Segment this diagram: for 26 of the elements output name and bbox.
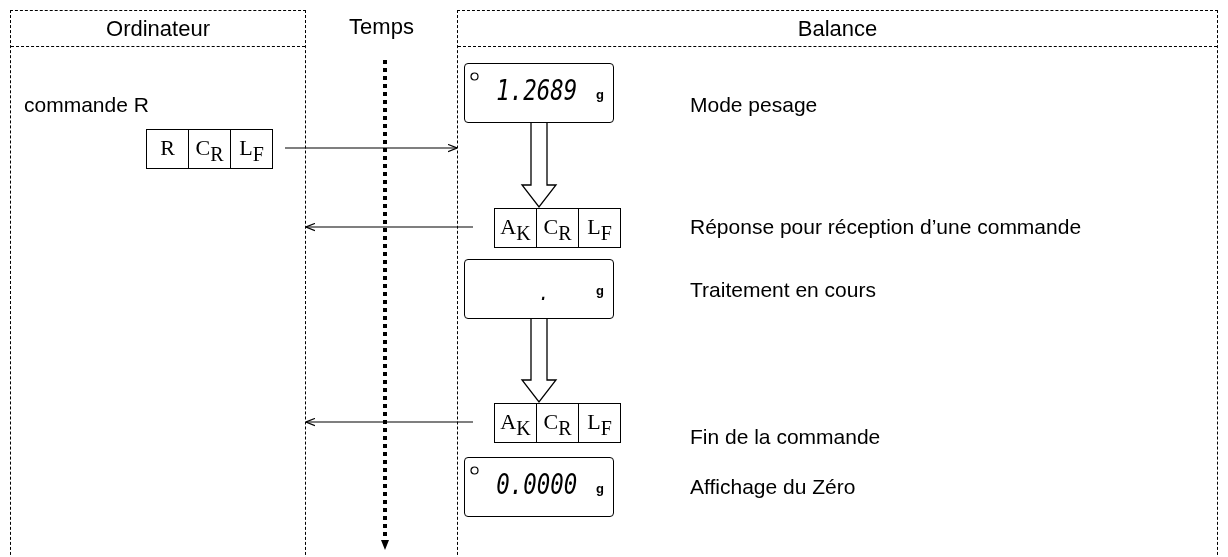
state-description: Affichage du Zéro [690,474,857,500]
display-value: 0.0000 [496,468,577,502]
control-character: R [146,129,189,169]
lifeline-column [10,10,306,557]
lifeline-column [457,10,1218,557]
state-description: Mode pesage [690,92,819,118]
column-header: Balance [797,16,878,42]
weight-display [464,259,614,319]
display-value: . [538,279,549,307]
column-header: Temps [348,13,415,41]
unit-symbol: g [596,482,604,496]
display-value: 1.2689 [496,74,577,108]
state-description: Traitement en cours [690,277,877,303]
state-description: commande R [24,92,150,118]
message-arrow [305,417,474,427]
message-arrow [305,222,474,232]
weight-display [464,457,614,517]
weight-display [464,63,614,123]
message-arrow [284,143,458,153]
block-arrow [520,121,558,209]
unit-symbol: g [596,284,604,298]
state-description: Fin de la commande [690,424,882,450]
block-arrow [520,317,558,404]
state-description: Réponse pour réception d’une commande [690,214,1083,240]
unit-symbol: g [596,88,604,102]
column-header: Ordinateur [106,16,210,42]
